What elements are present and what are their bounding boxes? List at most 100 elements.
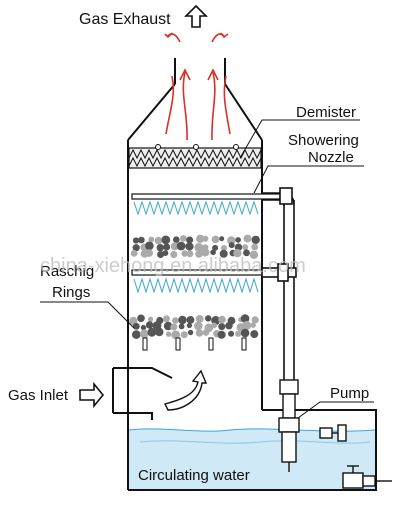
raschig-ring (170, 242, 179, 251)
raschig-ring (186, 236, 194, 244)
raschig-ring (251, 243, 259, 251)
raschig-ring (212, 244, 219, 251)
raschig-ring (218, 315, 226, 324)
raschig-ring (219, 236, 225, 242)
raschig-ring (147, 327, 157, 337)
raschig-ring (140, 324, 147, 331)
gas-inlet-arrow-icon (79, 381, 105, 409)
raschig-ring (155, 327, 164, 337)
raschig-ring (163, 315, 170, 323)
raschig-ring (132, 244, 140, 252)
raschig-ring (185, 242, 194, 251)
pump (278, 379, 347, 472)
raschig-ring (195, 329, 204, 337)
raschig-ring (251, 316, 259, 324)
raschig-ring (145, 241, 154, 251)
raschig-ring (132, 237, 140, 244)
raschig-ring (228, 242, 235, 249)
raschig-ring (170, 251, 178, 258)
raschig-ring (186, 322, 192, 329)
watermark-text: china-xiehong.en.alibaba.com (40, 255, 306, 277)
raschig-ring (196, 234, 205, 243)
raschig-ring (130, 250, 138, 257)
airflow-curve-arrow-icon (163, 369, 208, 411)
raschig-ring (194, 243, 204, 252)
demister (128, 144, 262, 169)
circulating-water-label: Circulating water (138, 467, 250, 484)
raschig-ring (156, 244, 164, 252)
raschig-ring (176, 241, 186, 251)
raschig-ring (211, 322, 217, 329)
raschig-ring (240, 328, 250, 338)
raschig-ring (163, 321, 173, 331)
gas-inlet-label: Gas Inlet (8, 387, 69, 404)
raschig-ring (187, 329, 194, 336)
lower-packing (129, 314, 259, 340)
lower-spray-cones (133, 277, 259, 294)
exhaust-flow-arrows (164, 32, 231, 141)
raschig-ring (202, 329, 210, 336)
raschig-ring (202, 235, 209, 242)
raschig-ring (194, 321, 203, 331)
raschig-ring (240, 314, 250, 323)
raschig-ring (162, 250, 169, 256)
raschig-ring (235, 330, 242, 337)
raschig-ring (186, 250, 194, 258)
gas-inlet-duct (112, 367, 173, 420)
pump-label: Pump (330, 385, 369, 402)
raschig-ring (178, 315, 187, 325)
upper-spray-header (131, 193, 281, 216)
raschig-ring (171, 330, 181, 340)
raschig-ring (170, 323, 178, 331)
showering-nozzle-label-line2: Nozzle (308, 149, 354, 166)
raschig-ring (195, 250, 203, 258)
raschig-ring (221, 245, 227, 251)
raschig-ring (242, 320, 252, 330)
raschig-ring (148, 236, 155, 243)
raschig-ring (154, 236, 163, 245)
raschig-ring (250, 330, 259, 339)
raschig-ring (173, 236, 180, 243)
raschig-ring (148, 316, 154, 322)
raschig-ring (180, 235, 187, 242)
raschig-ring (145, 321, 154, 329)
raschig-ring (186, 316, 195, 324)
raschig-ring (138, 236, 145, 244)
circulating-water-pool (129, 428, 375, 489)
raschig-ring (152, 321, 162, 330)
raschig-ring (145, 249, 153, 257)
drain-valve (342, 465, 392, 489)
raschig-ring (228, 330, 235, 337)
raschig-ring (180, 331, 188, 339)
raschig-ring (205, 315, 212, 322)
raschig-ring (129, 316, 138, 325)
circulation-piping (261, 187, 297, 380)
raschig-ring (219, 249, 228, 258)
gas-exhaust-label: Gas Exhaust (79, 11, 171, 28)
raschig-ring (243, 249, 250, 257)
raschig-ring (225, 322, 233, 330)
raschig-ring (195, 315, 204, 323)
raschig-ring (234, 243, 243, 251)
raschig-ring (181, 250, 189, 257)
raschig-ring (132, 330, 141, 339)
raschig-ring (139, 329, 149, 339)
raschig-ring (249, 250, 259, 259)
raschig-ring (217, 330, 226, 339)
raschig-ring (227, 236, 236, 245)
raschig-ring (178, 323, 185, 330)
upper-packing (130, 234, 260, 259)
raschig-ring (210, 249, 216, 256)
raschig-ring (235, 237, 241, 243)
raschig-ring (163, 243, 171, 251)
raschig-ring (233, 249, 242, 258)
raschig-ring (165, 331, 172, 337)
raschig-ring (172, 317, 179, 324)
upper-spray-cones (133, 200, 259, 216)
leader-lines (40, 119, 374, 419)
raschig-ring (161, 235, 171, 245)
raschig-ring (242, 244, 249, 251)
raschig-ring (137, 314, 145, 323)
raschig-ring (251, 235, 260, 245)
raschig-ring (157, 251, 165, 258)
